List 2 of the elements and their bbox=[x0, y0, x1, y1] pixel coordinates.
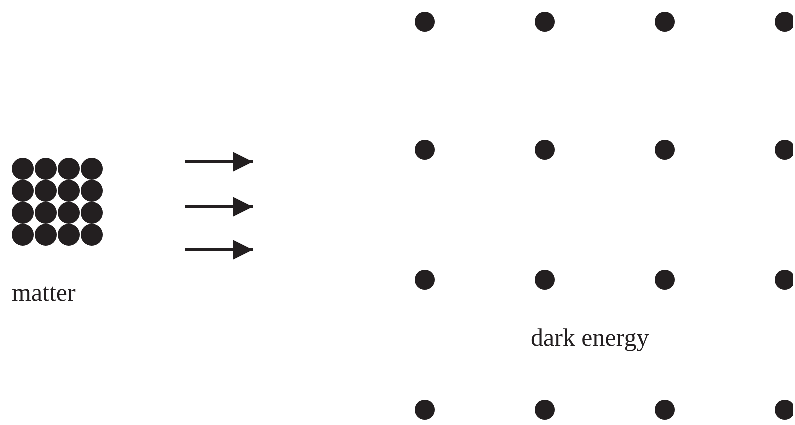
node-label: dark energy bbox=[531, 325, 650, 353]
node-label: matter bbox=[12, 280, 76, 308]
